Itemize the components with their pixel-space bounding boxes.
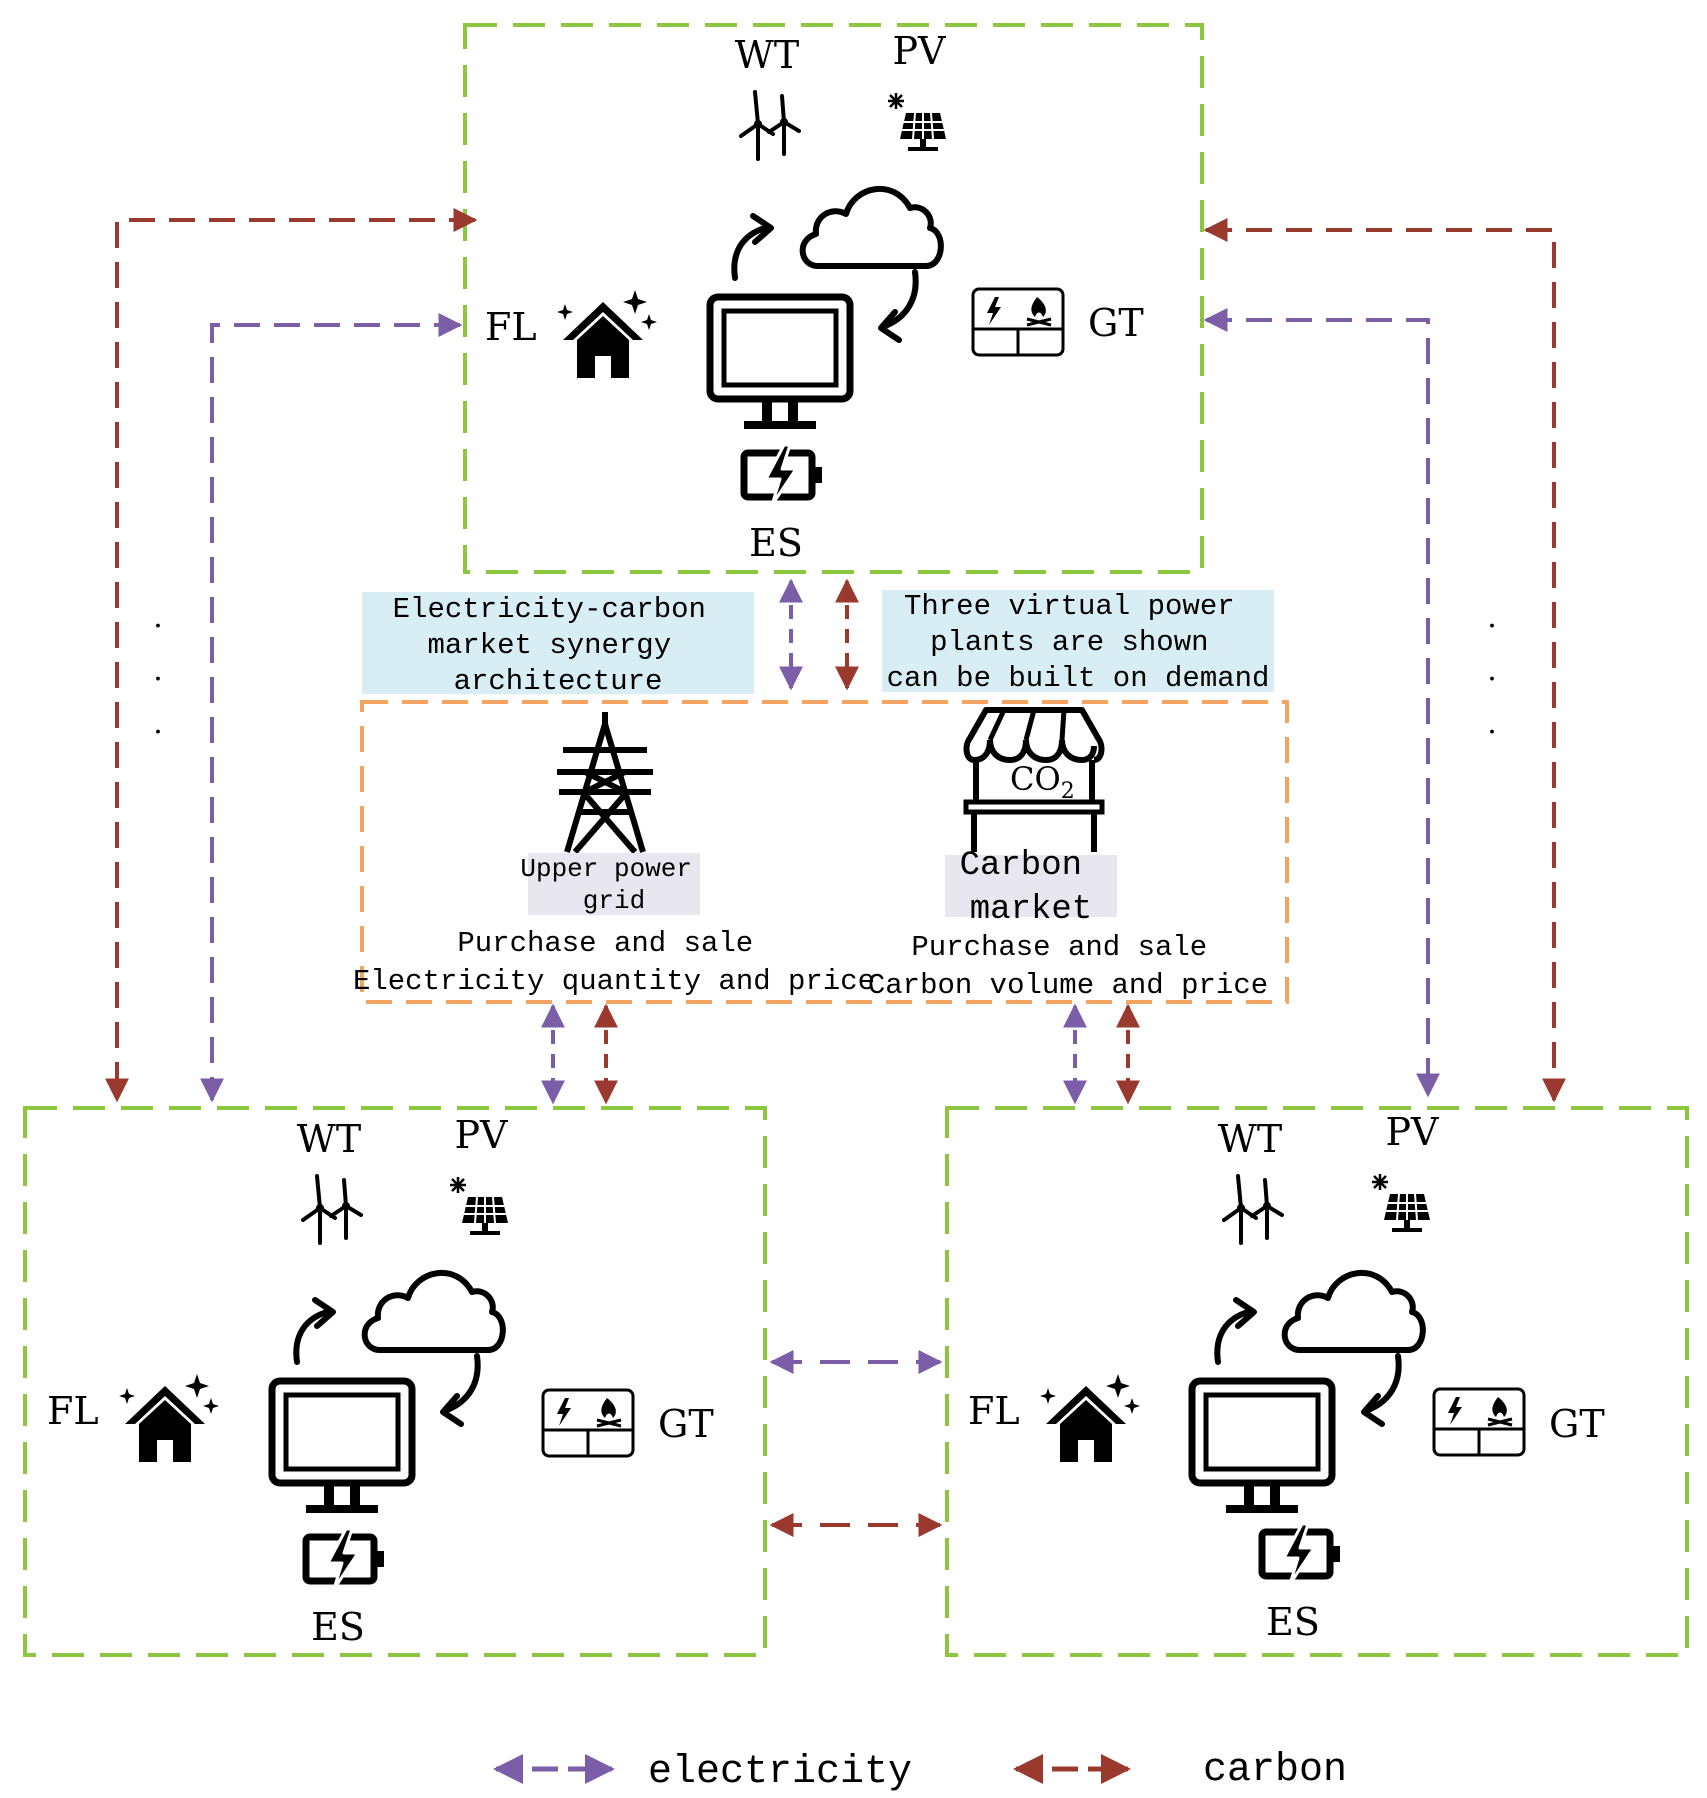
gt-label: GT: [658, 1402, 714, 1446]
grid-trade-label: Purchase and sale Electricity quantity a…: [353, 927, 875, 998]
pv-label: PV: [454, 1113, 508, 1157]
vpp-count-note: Three virtual power plants are shown can…: [887, 590, 1270, 695]
computer-monitor-icon: [1192, 1381, 1332, 1513]
battery-icon: [306, 1529, 384, 1589]
vpp-box-bottom-left: [23, 1106, 767, 1657]
gas-turbine-icon: [971, 287, 1065, 357]
carbon-flow-right-loop: [1203, 218, 1566, 1103]
cloud-icon: [803, 189, 941, 266]
fl-label: FL: [485, 305, 537, 349]
carbon-flow-left-loop: [105, 208, 478, 1103]
battery-icon: [744, 445, 822, 505]
co2-sign: CO2: [1010, 760, 1075, 804]
electricity-flow-right-loop: [1203, 308, 1440, 1098]
vpp-box-bottom-right: [945, 1106, 1689, 1657]
solar-panel-icon: [448, 1175, 510, 1237]
wt-label: WT: [735, 33, 799, 77]
house-icon: [119, 1374, 219, 1462]
cloud-icon: [1285, 1273, 1423, 1350]
electricity-flow-left-loop: [200, 313, 463, 1103]
legend-electricity-label: electricity: [648, 1750, 912, 1795]
svg-text:·: ·: [153, 662, 163, 697]
gas-turbine-icon: [541, 1388, 635, 1458]
svg-text:·: ·: [153, 715, 163, 750]
legend: electricity carbon: [493, 1748, 1347, 1795]
wt-label: WT: [1218, 1117, 1282, 1161]
wt-label: WT: [297, 1117, 361, 1161]
es-label: ES: [749, 521, 803, 565]
ellipsis-right: · · ·: [1487, 609, 1497, 750]
solar-panel-icon: [1370, 1172, 1432, 1234]
fl-label: FL: [968, 1389, 1020, 1433]
carbon-trade-label: Purchase and sale Carbon volume and pric…: [868, 931, 1268, 1002]
vpp-top-contents: WT PV FL GT ES: [485, 29, 1144, 565]
svg-text:·: ·: [1487, 715, 1497, 750]
wind-turbine-icon: [1222, 1174, 1284, 1245]
vpp-bottom-right-contents: WT PV FL GT ES: [968, 1110, 1605, 1644]
transmission-tower-icon: [557, 712, 653, 852]
carbon-market-tag-bg: [945, 855, 1117, 917]
svg-text:·: ·: [1487, 662, 1497, 697]
pv-label: PV: [1385, 1110, 1439, 1154]
gt-label: GT: [1549, 1402, 1605, 1446]
upper-grid-tag: Upper power grid: [520, 854, 707, 916]
wind-turbine-icon: [739, 90, 801, 161]
fl-label: FL: [47, 1389, 99, 1433]
wind-turbine-icon: [301, 1174, 363, 1245]
cloud-icon: [365, 1273, 503, 1350]
house-icon: [1040, 1374, 1140, 1462]
solar-panel-icon: [886, 91, 948, 153]
gt-label: GT: [1088, 301, 1144, 345]
legend-carbon-label: carbon: [1203, 1748, 1347, 1793]
gas-turbine-icon: [1432, 1387, 1526, 1457]
battery-icon: [1262, 1524, 1340, 1584]
es-label: ES: [311, 1605, 365, 1649]
carbon-market-tag: Carbon market: [960, 847, 1103, 929]
vpp-box-top: [463, 23, 1204, 574]
es-label: ES: [1266, 1600, 1320, 1644]
upper-grid-tag-bg: [528, 853, 700, 915]
ellipsis-left: · · ·: [153, 609, 163, 750]
svg-text:·: ·: [153, 609, 163, 644]
house-icon: [557, 290, 657, 378]
computer-monitor-icon: [272, 1381, 412, 1513]
vpp-bottom-left-contents: WT PV FL GT ES: [47, 1113, 714, 1649]
svg-text:·: ·: [1487, 609, 1497, 644]
pv-label: PV: [892, 29, 946, 73]
computer-monitor-icon: [710, 297, 850, 429]
